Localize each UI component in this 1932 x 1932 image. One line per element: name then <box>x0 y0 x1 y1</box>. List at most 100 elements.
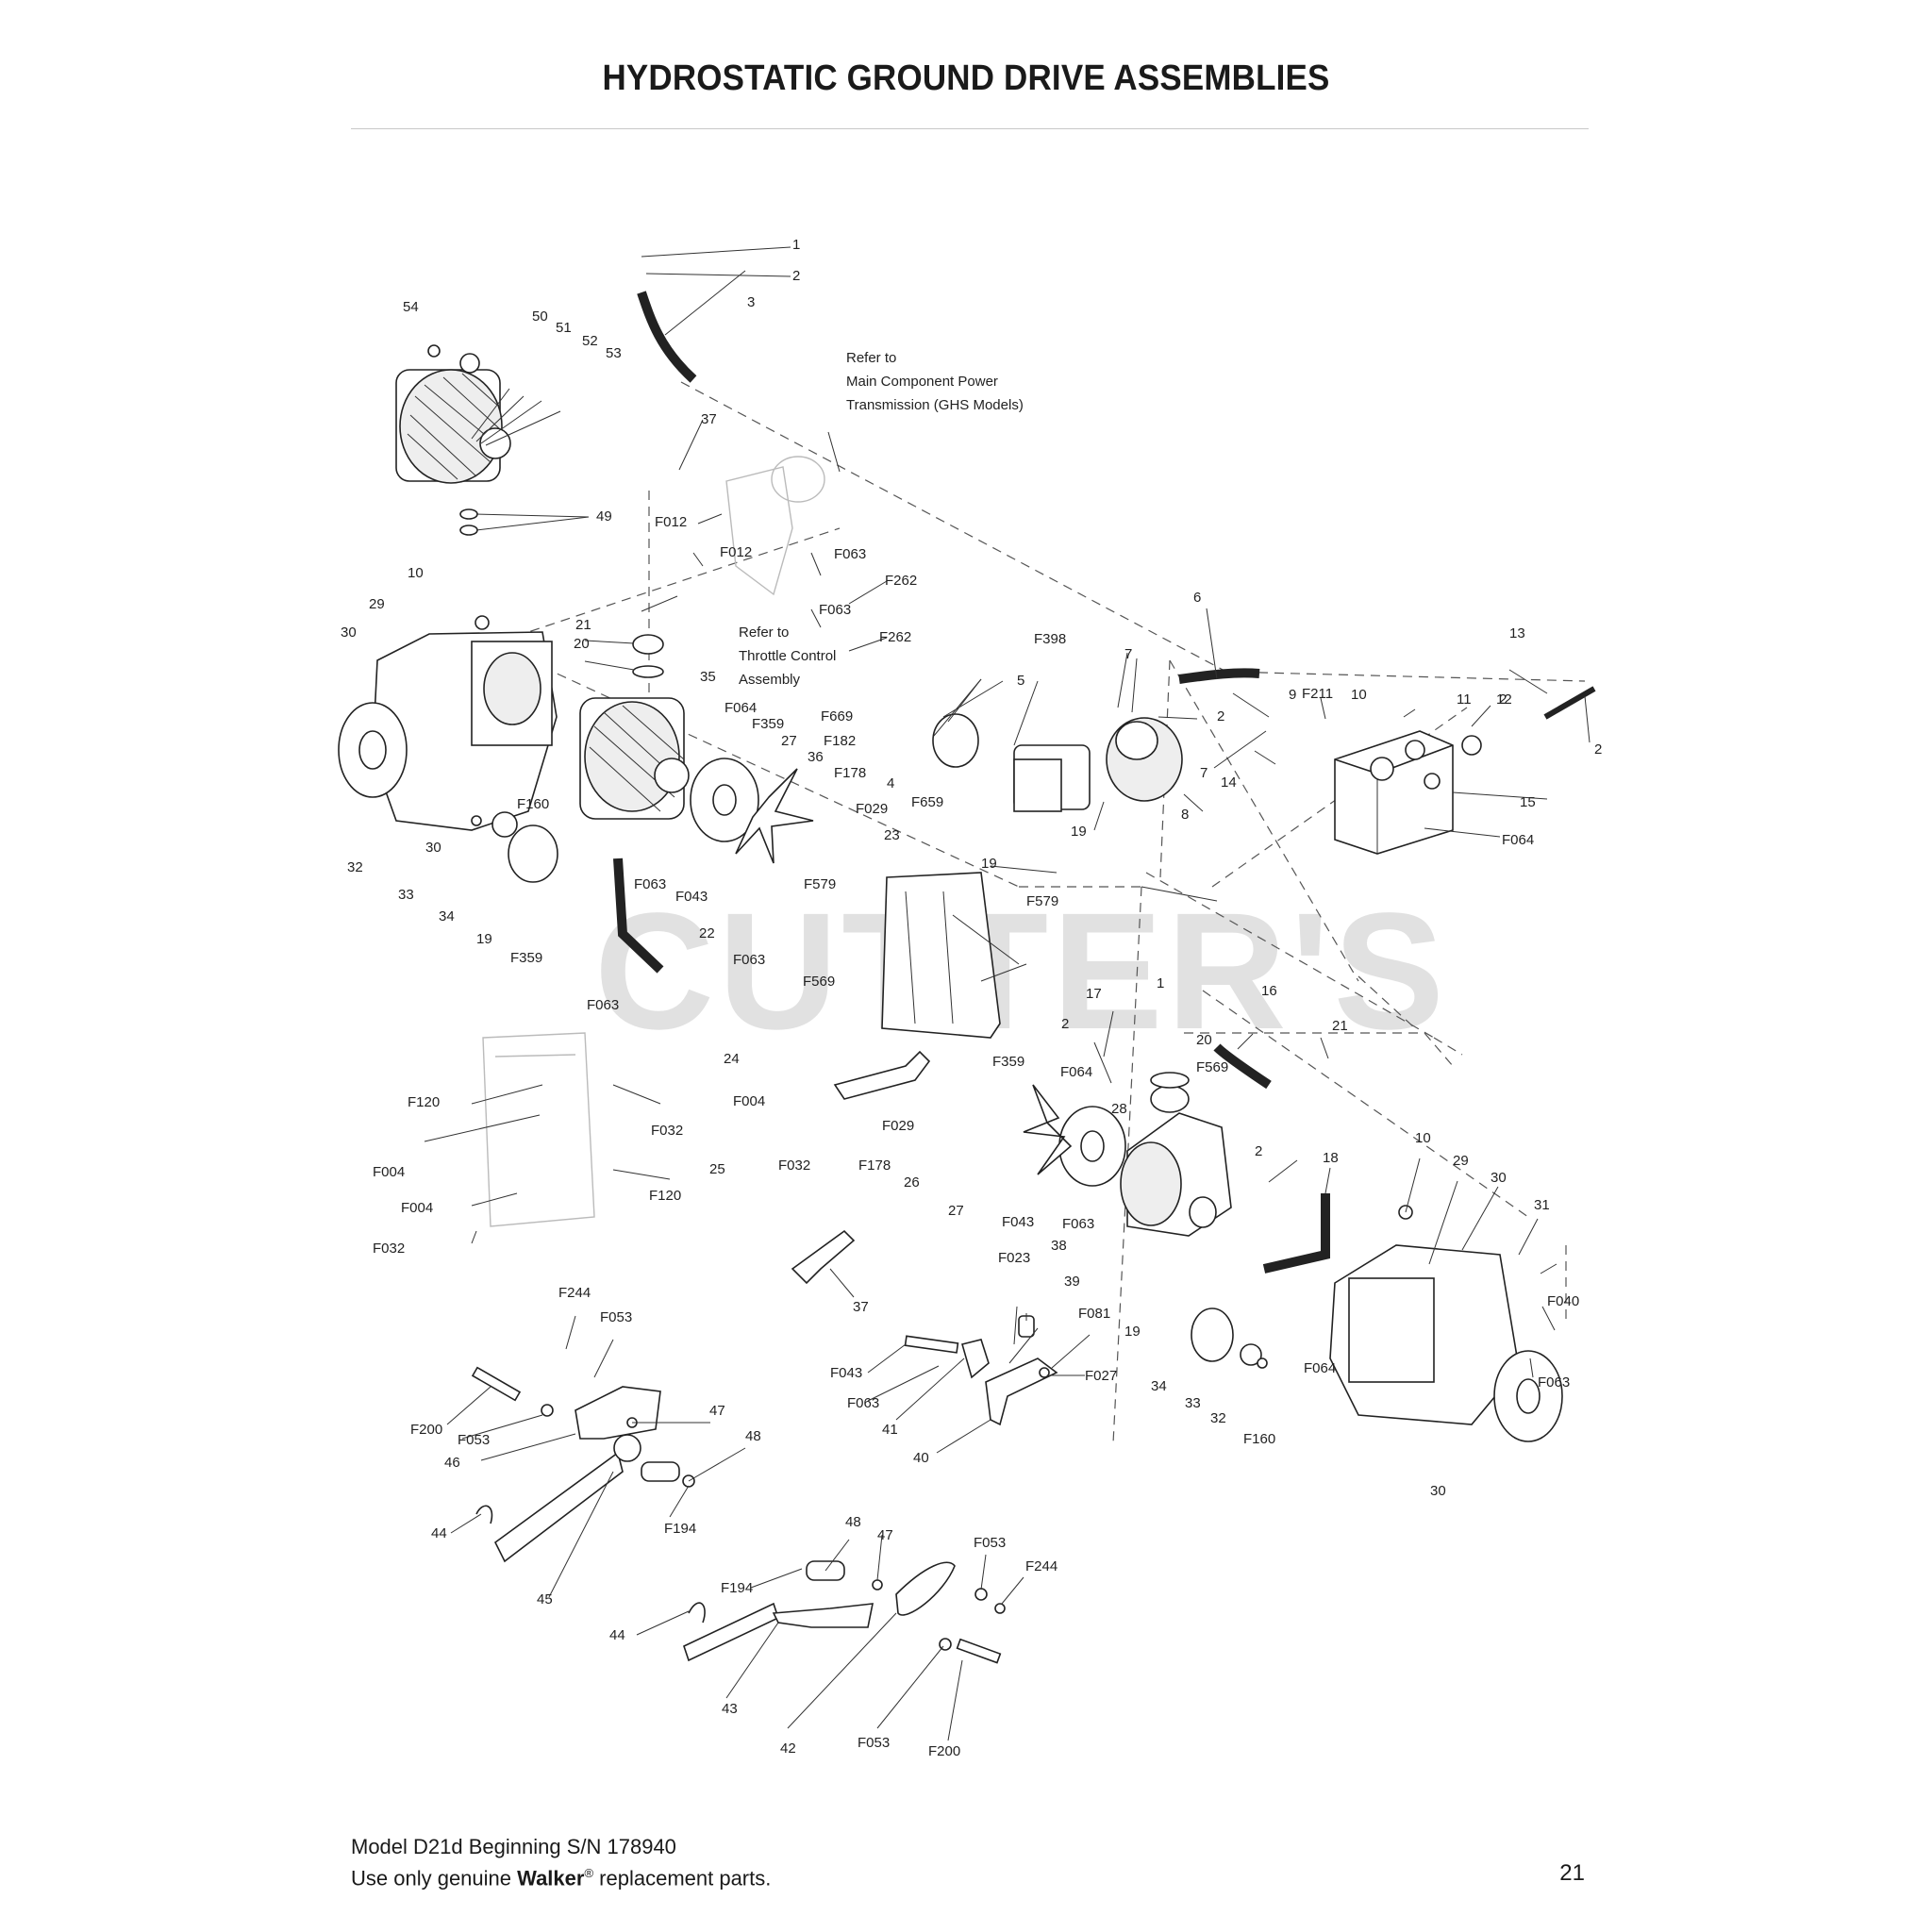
callout-label: 24 <box>724 1051 740 1067</box>
callout-label: F120 <box>408 1094 440 1110</box>
callout-label: 50 <box>532 308 548 325</box>
callout-label: 30 <box>1491 1170 1507 1186</box>
callout-label: 33 <box>398 887 414 903</box>
callout-label: F032 <box>651 1123 683 1139</box>
registered-mark: ® <box>584 1866 594 1880</box>
callout-label: F569 <box>1196 1059 1228 1075</box>
callout-label: 34 <box>1151 1378 1167 1394</box>
callout-label: F160 <box>517 796 549 812</box>
callout-label: 44 <box>609 1627 625 1643</box>
callout-label: 1 <box>792 237 800 253</box>
callout-label: 20 <box>1196 1032 1212 1048</box>
callout-label: F182 <box>824 733 856 749</box>
callout-label: F178 <box>834 765 866 781</box>
left-hydro-pump <box>579 634 690 820</box>
callout-label: 21 <box>1332 1018 1348 1034</box>
footer-parts-line: Use only genuine Walker® replacement par… <box>351 1866 772 1890</box>
callout-label: F262 <box>885 573 917 589</box>
callout-label: F012 <box>720 544 752 560</box>
callout-label: 37 <box>701 411 717 427</box>
callout-label: F029 <box>882 1118 914 1134</box>
page-title: HYDROSTATIC GROUND DRIVE ASSEMBLIES <box>602 58 1330 98</box>
callout-label: 52 <box>582 333 598 349</box>
callout-labels: 1 2 3 54 50 51 52 53 37 49 F012 F012 F06… <box>341 237 1602 1759</box>
filter-and-manifold <box>932 668 1260 812</box>
callout-label: 32 <box>347 859 363 875</box>
callout-label: 33 <box>1185 1395 1201 1411</box>
callout-label: 11 <box>1457 691 1472 708</box>
callout-label: F244 <box>1025 1558 1058 1574</box>
callout-label: F194 <box>664 1521 696 1537</box>
callout-label: F211 <box>1302 686 1333 702</box>
callout-label: 28 <box>1111 1101 1127 1117</box>
callout-label: 18 <box>1323 1150 1339 1166</box>
callout-label: 6 <box>1193 590 1201 606</box>
callout-label: F579 <box>1026 893 1058 909</box>
callout-label: F004 <box>401 1200 433 1216</box>
footer-model-line: Model D21d Beginning S/N 178940 <box>351 1835 676 1858</box>
callout-label: 1 <box>1157 975 1164 991</box>
callout-label: 38 <box>1051 1238 1067 1254</box>
callout-label: 27 <box>781 733 797 749</box>
callout-label: F027 <box>1085 1368 1117 1384</box>
callout-label: F160 <box>1243 1431 1275 1447</box>
oil-reservoir-tank <box>1334 686 1596 855</box>
callout-label: 47 <box>709 1403 725 1419</box>
callout-label: 48 <box>845 1514 861 1530</box>
callout-label: 27 <box>948 1203 964 1219</box>
callout-label: F120 <box>649 1188 681 1204</box>
callout-label: 15 <box>1520 794 1536 810</box>
callout-label: F569 <box>803 974 835 990</box>
callout-label: 26 <box>904 1174 920 1191</box>
callout-label: 36 <box>808 749 824 765</box>
hose-left <box>613 291 697 974</box>
callout-label: 54 <box>403 299 419 315</box>
callout-label: 9 <box>1289 687 1296 703</box>
callout-label: 17 <box>1086 986 1102 1002</box>
center-control-parts <box>791 1229 1058 1426</box>
callout-label: 8 <box>1181 807 1189 823</box>
page-number: 21 <box>1559 1860 1585 1886</box>
callout-label: F359 <box>752 716 784 732</box>
upper-left-pump-assembly <box>395 344 511 536</box>
callout-label: F178 <box>858 1158 891 1174</box>
callout-label: 47 <box>877 1527 893 1543</box>
callout-label: F063 <box>834 546 866 562</box>
callout-label: F043 <box>830 1365 862 1381</box>
right-fittings <box>1191 1307 1268 1369</box>
callout-label: F040 <box>1547 1293 1579 1309</box>
callout-label: 7 <box>1200 765 1208 781</box>
callout-label: F043 <box>675 889 708 905</box>
callout-label: 39 <box>1064 1274 1080 1290</box>
footer-text: Model D21d Beginning S/N 178940 Use only… <box>351 1834 771 1891</box>
callout-label: 22 <box>699 925 715 941</box>
callout-label: F053 <box>458 1432 490 1448</box>
callout-label: 19 <box>1071 824 1087 840</box>
callout-label: 10 <box>1351 687 1367 703</box>
callout-label: F064 <box>1060 1064 1092 1080</box>
callout-label: 2 <box>1061 1016 1069 1032</box>
right-motor-housing <box>1329 1205 1563 1442</box>
callout-label: 49 <box>596 508 612 525</box>
callout-label: F194 <box>721 1580 753 1596</box>
callout-label: F063 <box>634 876 666 892</box>
callout-label: F398 <box>1034 631 1066 647</box>
callout-label: 3 <box>747 294 755 310</box>
callout-label: 16 <box>1261 983 1277 999</box>
callout-label: F053 <box>974 1535 1006 1551</box>
callout-label: F579 <box>804 876 836 892</box>
callout-label: 44 <box>431 1525 447 1541</box>
callout-label: F669 <box>821 708 853 724</box>
callout-label: 51 <box>556 320 572 336</box>
left-small-parts <box>471 811 558 883</box>
callout-label: F359 <box>992 1054 1024 1070</box>
callout-label: 12 <box>1496 691 1512 708</box>
callout-label: F262 <box>879 629 911 645</box>
callout-label: 37 <box>853 1299 869 1315</box>
callout-label: 2 <box>1499 691 1507 708</box>
callout-label: F029 <box>856 801 888 817</box>
callout-label: F023 <box>998 1250 1030 1266</box>
callout-label: 23 <box>884 827 900 843</box>
callout-label: F063 <box>819 602 851 618</box>
